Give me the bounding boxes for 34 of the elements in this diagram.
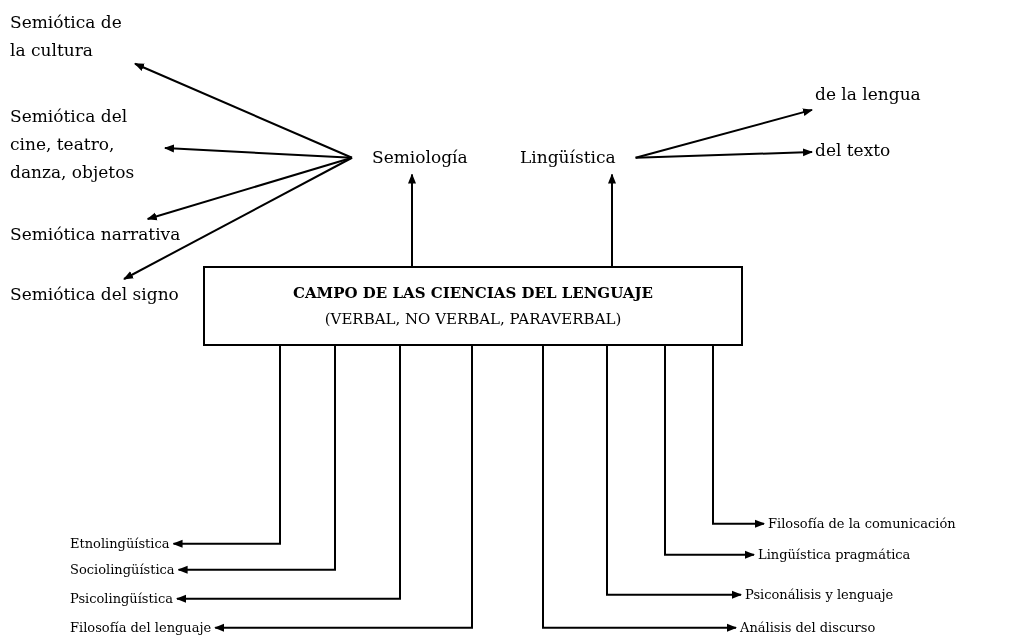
arrow xyxy=(408,173,416,267)
box-title: CAMPO DE LAS CIENCIAS DEL LENGUAJE xyxy=(293,283,653,304)
arrow xyxy=(634,108,813,159)
arrow xyxy=(175,345,401,603)
node-label: Psicolingüística xyxy=(70,589,173,609)
node-label: Lingüística xyxy=(520,145,616,171)
arrow xyxy=(712,345,765,528)
node-label: Filosofía del lenguaje xyxy=(70,618,212,638)
node-label: Semiótica de la cultura xyxy=(10,8,132,64)
arrow xyxy=(634,148,813,159)
node-label: Sociolingüística xyxy=(70,560,175,580)
node-label: Análisis del discurso xyxy=(740,618,876,638)
node-label: Semiótica del cine, teatro, danza, objetos xyxy=(10,102,162,186)
node-label: Semiótica narrativa xyxy=(10,222,181,248)
arrow xyxy=(146,156,353,221)
node-label: del texto xyxy=(815,138,891,164)
node-label: Lingüística pragmática xyxy=(758,545,911,565)
arrow xyxy=(214,345,473,632)
arrow xyxy=(542,345,737,632)
arrow xyxy=(177,345,336,574)
node-label: Semiótica del signo xyxy=(10,282,179,308)
arrow xyxy=(608,173,616,267)
arrow xyxy=(664,345,755,559)
arrow xyxy=(134,62,353,159)
node-label: Psiconálisis y lenguaje xyxy=(745,585,894,605)
arrow xyxy=(606,345,742,599)
arrow xyxy=(123,156,353,280)
node-label: Etnolingüística xyxy=(70,534,170,554)
field-box xyxy=(203,266,743,346)
arrow xyxy=(172,345,281,548)
node-label: Semiología xyxy=(372,145,468,171)
node-label: de la lengua xyxy=(815,82,921,108)
box-subtitle: (VERBAL, NO VERBAL, PARAVERBAL) xyxy=(324,309,622,330)
node-label: Filosofía de la comunicación xyxy=(768,514,956,534)
